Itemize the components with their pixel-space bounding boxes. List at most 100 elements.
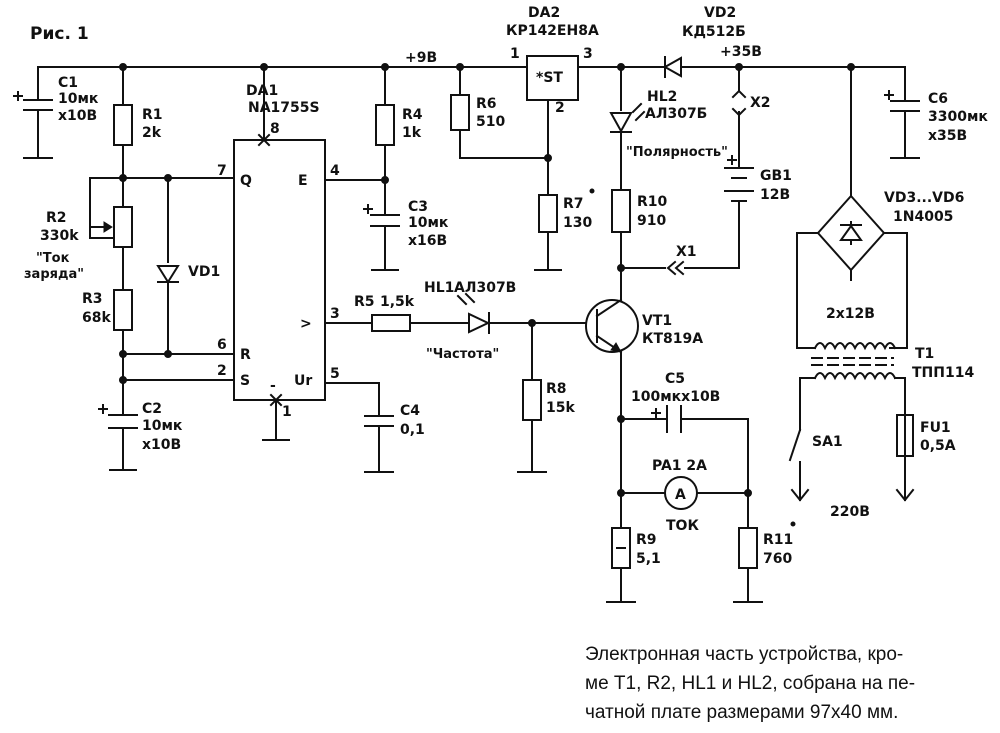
svg-text:T1: T1	[915, 346, 934, 362]
svg-text:10мк: 10мк	[58, 91, 99, 107]
regulator-da2: DA2 КР142ЕН8А *ST 1 2 3	[506, 5, 599, 116]
led-hl1: HL1 АЛ307В "Частота"	[424, 280, 516, 362]
svg-text:R3: R3	[82, 291, 103, 307]
svg-text:"Полярность": "Полярность"	[626, 145, 728, 160]
svg-text:R1: R1	[142, 107, 163, 123]
svg-text:68k: 68k	[82, 310, 111, 326]
resistor-r9: R9 5,1	[611, 527, 661, 569]
svg-text:R10: R10	[637, 194, 668, 210]
svg-text:C6: C6	[928, 91, 948, 107]
ground-symbols	[23, 157, 920, 603]
print-speck	[589, 188, 595, 194]
diode-vd2: VD2 КД512Б	[662, 5, 746, 78]
svg-text:VD2: VD2	[704, 5, 736, 21]
svg-text:A: A	[675, 487, 686, 503]
resistor-r7: R7 130	[538, 194, 592, 233]
svg-text:АЛ307Б: АЛ307Б	[645, 106, 707, 122]
switch-sa1: SA1	[788, 428, 843, 502]
figure-caption: Электронная часть устройства, кро- ме T1…	[585, 640, 985, 727]
svg-text:2x12В: 2x12В	[826, 306, 875, 322]
svg-text:VT1: VT1	[642, 313, 672, 329]
svg-text:SA1: SA1	[812, 434, 843, 450]
svg-text:3: 3	[583, 46, 593, 62]
svg-text:Ur: Ur	[294, 373, 312, 389]
svg-text:R4: R4	[402, 107, 423, 123]
svg-text:130: 130	[563, 215, 592, 231]
svg-text:АЛ307В: АЛ307В	[454, 280, 516, 296]
svg-text:1,5k: 1,5k	[380, 294, 415, 310]
svg-text:S: S	[240, 373, 250, 389]
figure-label: Рис. 1	[30, 24, 89, 44]
svg-text:100мкx10В: 100мкx10В	[631, 389, 720, 405]
svg-text:X2: X2	[750, 95, 771, 111]
svg-text:1: 1	[282, 404, 292, 420]
rail-label-35v: +35В	[720, 44, 762, 60]
svg-text:2: 2	[555, 100, 565, 116]
resistor-r4: R4 1k	[375, 104, 423, 146]
caption-line: ме T1, R2, HL1 и HL2, собрана на пе-	[585, 673, 916, 694]
svg-text:R: R	[240, 347, 251, 363]
svg-text:5,1: 5,1	[636, 551, 661, 567]
battery-gb1: GB1 12В	[724, 155, 792, 221]
svg-text:X1: X1	[676, 244, 697, 260]
led-hl2: HL2 АЛ307Б "Полярность"	[609, 89, 728, 160]
svg-text:"Ток: "Ток	[36, 251, 70, 266]
resistor-r1: R1 2k	[113, 104, 163, 146]
svg-text:C1: C1	[58, 75, 78, 91]
svg-text:КТ819А: КТ819А	[642, 331, 703, 347]
svg-text:910: 910	[637, 213, 666, 229]
svg-text:x35В: x35В	[928, 128, 967, 144]
svg-text:R2: R2	[46, 210, 67, 226]
svg-text:7: 7	[217, 163, 227, 179]
svg-text:C4: C4	[400, 403, 420, 419]
svg-text:R8: R8	[546, 381, 567, 397]
capacitor-c6: C6 3300мк x35В	[884, 90, 988, 144]
svg-text:8: 8	[270, 121, 280, 137]
svg-text:-: -	[270, 378, 276, 394]
svg-text:x16В: x16В	[408, 233, 447, 249]
transformer-t1: 2x12В T1 ТПП114	[799, 306, 974, 381]
svg-text:2k: 2k	[142, 125, 162, 141]
svg-text:x10В: x10В	[58, 108, 97, 124]
svg-text:2: 2	[217, 363, 227, 379]
capacitor-c1: C1 10мк x10В	[13, 75, 99, 124]
resistor-r11: R11 760	[738, 527, 793, 569]
rail-label-9v: +9В	[405, 50, 437, 66]
capacitor-c3: C3 10мк x16В	[363, 199, 449, 249]
svg-text:12В: 12В	[760, 187, 790, 203]
svg-text:R6: R6	[476, 96, 497, 112]
timer-ic-da1: DA1 NA1755S 8 7 4 3 6 2 1 5 Q E R S Ur -…	[217, 83, 340, 420]
svg-text:5: 5	[330, 366, 340, 382]
svg-text:R9: R9	[636, 532, 657, 548]
resistor-r5: R5 1,5k	[354, 294, 415, 332]
caption-line: Электронная часть устройства, кро-	[585, 644, 904, 665]
capacitor-c2: C2 10мк x10В	[98, 401, 183, 453]
svg-text:КД512Б: КД512Б	[682, 24, 746, 40]
svg-text:VD1: VD1	[188, 264, 220, 280]
svg-text:0,5А: 0,5А	[920, 438, 956, 454]
svg-text:PA1 2А: PA1 2А	[652, 458, 707, 474]
wires	[37, 66, 908, 603]
svg-text:C3: C3	[408, 199, 428, 215]
print-speck	[790, 521, 796, 527]
capacitor-c4: C4 0,1	[364, 403, 425, 438]
svg-text:760: 760	[763, 551, 792, 567]
svg-text:0,1: 0,1	[400, 422, 425, 438]
svg-text:*ST: *ST	[536, 70, 563, 86]
resistor-r10: R10 910	[611, 189, 668, 233]
diode-vd1: VD1	[156, 264, 220, 284]
svg-text:x10В: x10В	[142, 437, 181, 453]
svg-text:R7: R7	[563, 196, 584, 212]
resistor-r6: R6 510	[450, 94, 505, 131]
svg-text:15k: 15k	[546, 400, 575, 416]
potentiometer-r2: R2 330k "Ток заряда"	[24, 206, 133, 282]
svg-text:C5: C5	[665, 371, 685, 387]
diode-bridge-vd3-vd6: VD3...VD6 1N4005	[816, 190, 964, 272]
svg-text:Q: Q	[240, 173, 252, 189]
svg-text:GB1: GB1	[760, 168, 792, 184]
svg-text:заряда": заряда"	[24, 267, 84, 282]
svg-text:R11: R11	[763, 532, 793, 548]
mains-voltage-label: 220В	[830, 504, 870, 520]
svg-text:КР142ЕН8А: КР142ЕН8А	[506, 23, 599, 39]
svg-text:10мк: 10мк	[408, 215, 449, 231]
